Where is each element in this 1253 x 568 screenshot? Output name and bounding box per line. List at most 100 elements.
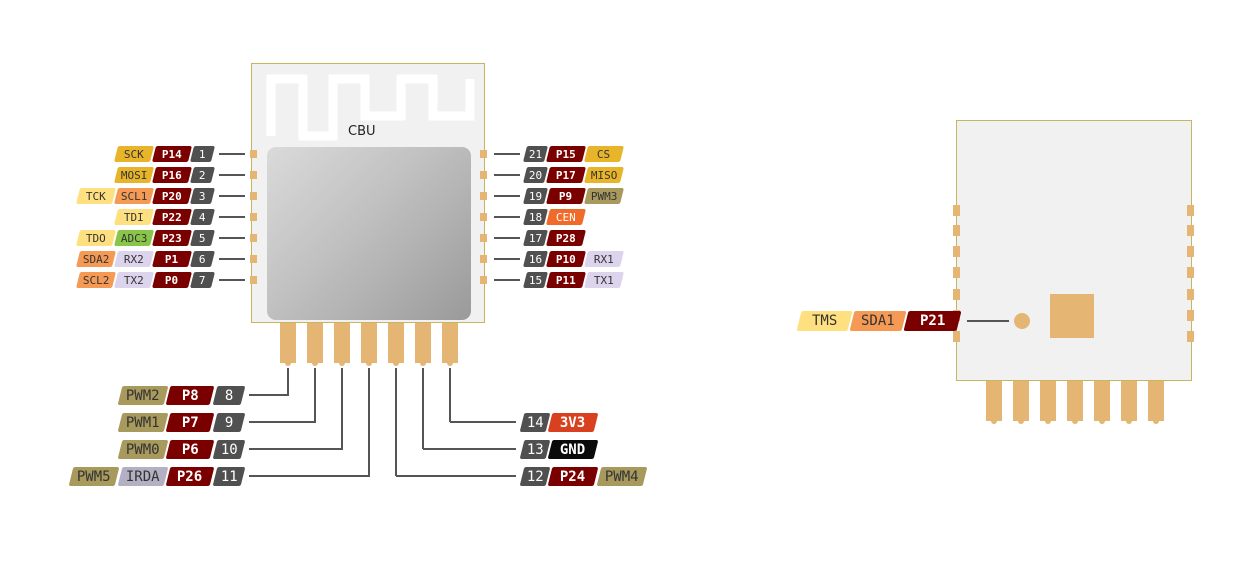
side-pad: [250, 213, 257, 221]
label-text: 12: [526, 468, 544, 484]
label-text: P26: [177, 468, 203, 484]
connector-line: [450, 421, 516, 423]
pin-number: 21: [523, 146, 548, 162]
bottom-pad: [1040, 381, 1056, 421]
pin-function: PWM2: [117, 385, 169, 405]
side-pad: [480, 276, 487, 284]
pin-function: SDA2: [76, 251, 116, 267]
label-text: PWM3: [590, 189, 618, 203]
label-text: PWM0: [126, 441, 160, 457]
bottom-pad: [280, 323, 296, 363]
connector-line: [219, 216, 245, 218]
pad-dot: [1126, 418, 1132, 424]
pin-number: 15: [523, 272, 548, 288]
label-text: P16: [162, 168, 182, 182]
pin-name: P7: [165, 412, 215, 432]
pin-name: GND: [547, 439, 599, 459]
label-text: IRDA: [126, 468, 160, 484]
connector-line: [249, 421, 316, 423]
pin-number: 18: [523, 209, 548, 225]
pin-function: IRDA: [117, 466, 169, 486]
label-text: TDO: [86, 231, 106, 245]
side-pad: [250, 234, 257, 242]
label-text: 2: [199, 168, 206, 182]
pin-number: 13: [519, 439, 551, 459]
pin-name: P0: [152, 272, 192, 288]
label-text: P1: [165, 252, 179, 266]
connector-line: [449, 368, 451, 422]
module-label: CBU: [348, 124, 376, 139]
pin-name: P26: [165, 466, 215, 486]
label-text: SCK: [124, 147, 144, 161]
label-text: P15: [556, 147, 576, 161]
connector-line: [494, 279, 520, 281]
connector-line: [494, 153, 520, 155]
pin-name: P9: [546, 188, 586, 204]
pin-number: 17: [523, 230, 548, 246]
bottom-pad: [415, 323, 431, 363]
module-back: [956, 120, 1192, 381]
label-text: 19: [528, 189, 543, 203]
pad-dot: [285, 360, 291, 366]
bottom-pad: [1094, 381, 1110, 421]
pin-name: P1: [152, 251, 192, 267]
side-pad: [1187, 310, 1194, 321]
label-text: P23: [162, 231, 182, 245]
connector-line: [219, 174, 245, 176]
side-pad: [250, 150, 257, 158]
label-text: PWM5: [77, 468, 111, 484]
label-text: PWM4: [605, 468, 639, 484]
label-text: CEN: [556, 210, 576, 224]
pin-function: TDO: [76, 230, 116, 246]
label-text: 11: [220, 468, 238, 484]
pin-function: TDI: [114, 209, 154, 225]
connector-line: [219, 195, 245, 197]
label-text: 15: [528, 273, 543, 287]
pad-dot: [393, 360, 399, 366]
pad-dot: [991, 418, 997, 424]
pin-number: 19: [523, 188, 548, 204]
label-text: PWM2: [126, 387, 160, 403]
bottom-pad: [307, 323, 323, 363]
pin-function: MOSI: [114, 167, 154, 183]
side-pad: [250, 171, 257, 179]
connector-line: [249, 448, 343, 450]
pin-number: 7: [190, 272, 215, 288]
pin-name: CEN: [546, 209, 586, 225]
side-pad: [250, 255, 257, 263]
side-pad: [953, 246, 960, 257]
pin-name: P20: [152, 188, 192, 204]
side-pad: [480, 255, 487, 263]
pad-dot: [420, 360, 426, 366]
pin-function: PWM5: [68, 466, 120, 486]
label-text: SCL2: [82, 273, 110, 287]
pin-name: 3V3: [547, 412, 599, 432]
label-text: MOSI: [120, 168, 148, 182]
label-text: SCL1: [120, 189, 148, 203]
pin-number: 1: [190, 146, 215, 162]
label-text: 7: [199, 273, 206, 287]
label-text: P7: [181, 414, 199, 430]
pin-function: PWM4: [596, 466, 648, 486]
label-text: TX1: [594, 273, 614, 287]
side-pad: [1187, 205, 1194, 216]
bottom-pad: [986, 381, 1002, 421]
pin-name: P24: [547, 466, 599, 486]
side-pad: [1187, 289, 1194, 300]
side-pad: [480, 192, 487, 200]
label-text: 3: [199, 189, 206, 203]
pin-name: P23: [152, 230, 192, 246]
bottom-pad: [361, 323, 377, 363]
label-text: P28: [556, 231, 576, 245]
side-pad: [480, 213, 487, 221]
bottom-pad: [334, 323, 350, 363]
side-pad: [480, 150, 487, 158]
label-text: SDA1: [861, 313, 895, 329]
label-text: 17: [528, 231, 543, 245]
pin-name: P10: [546, 251, 586, 267]
connector-line: [219, 279, 245, 281]
pin-function: RX1: [584, 251, 624, 267]
bottom-pad: [1067, 381, 1083, 421]
connector-line: [494, 216, 520, 218]
pin-function: CS: [584, 146, 624, 162]
